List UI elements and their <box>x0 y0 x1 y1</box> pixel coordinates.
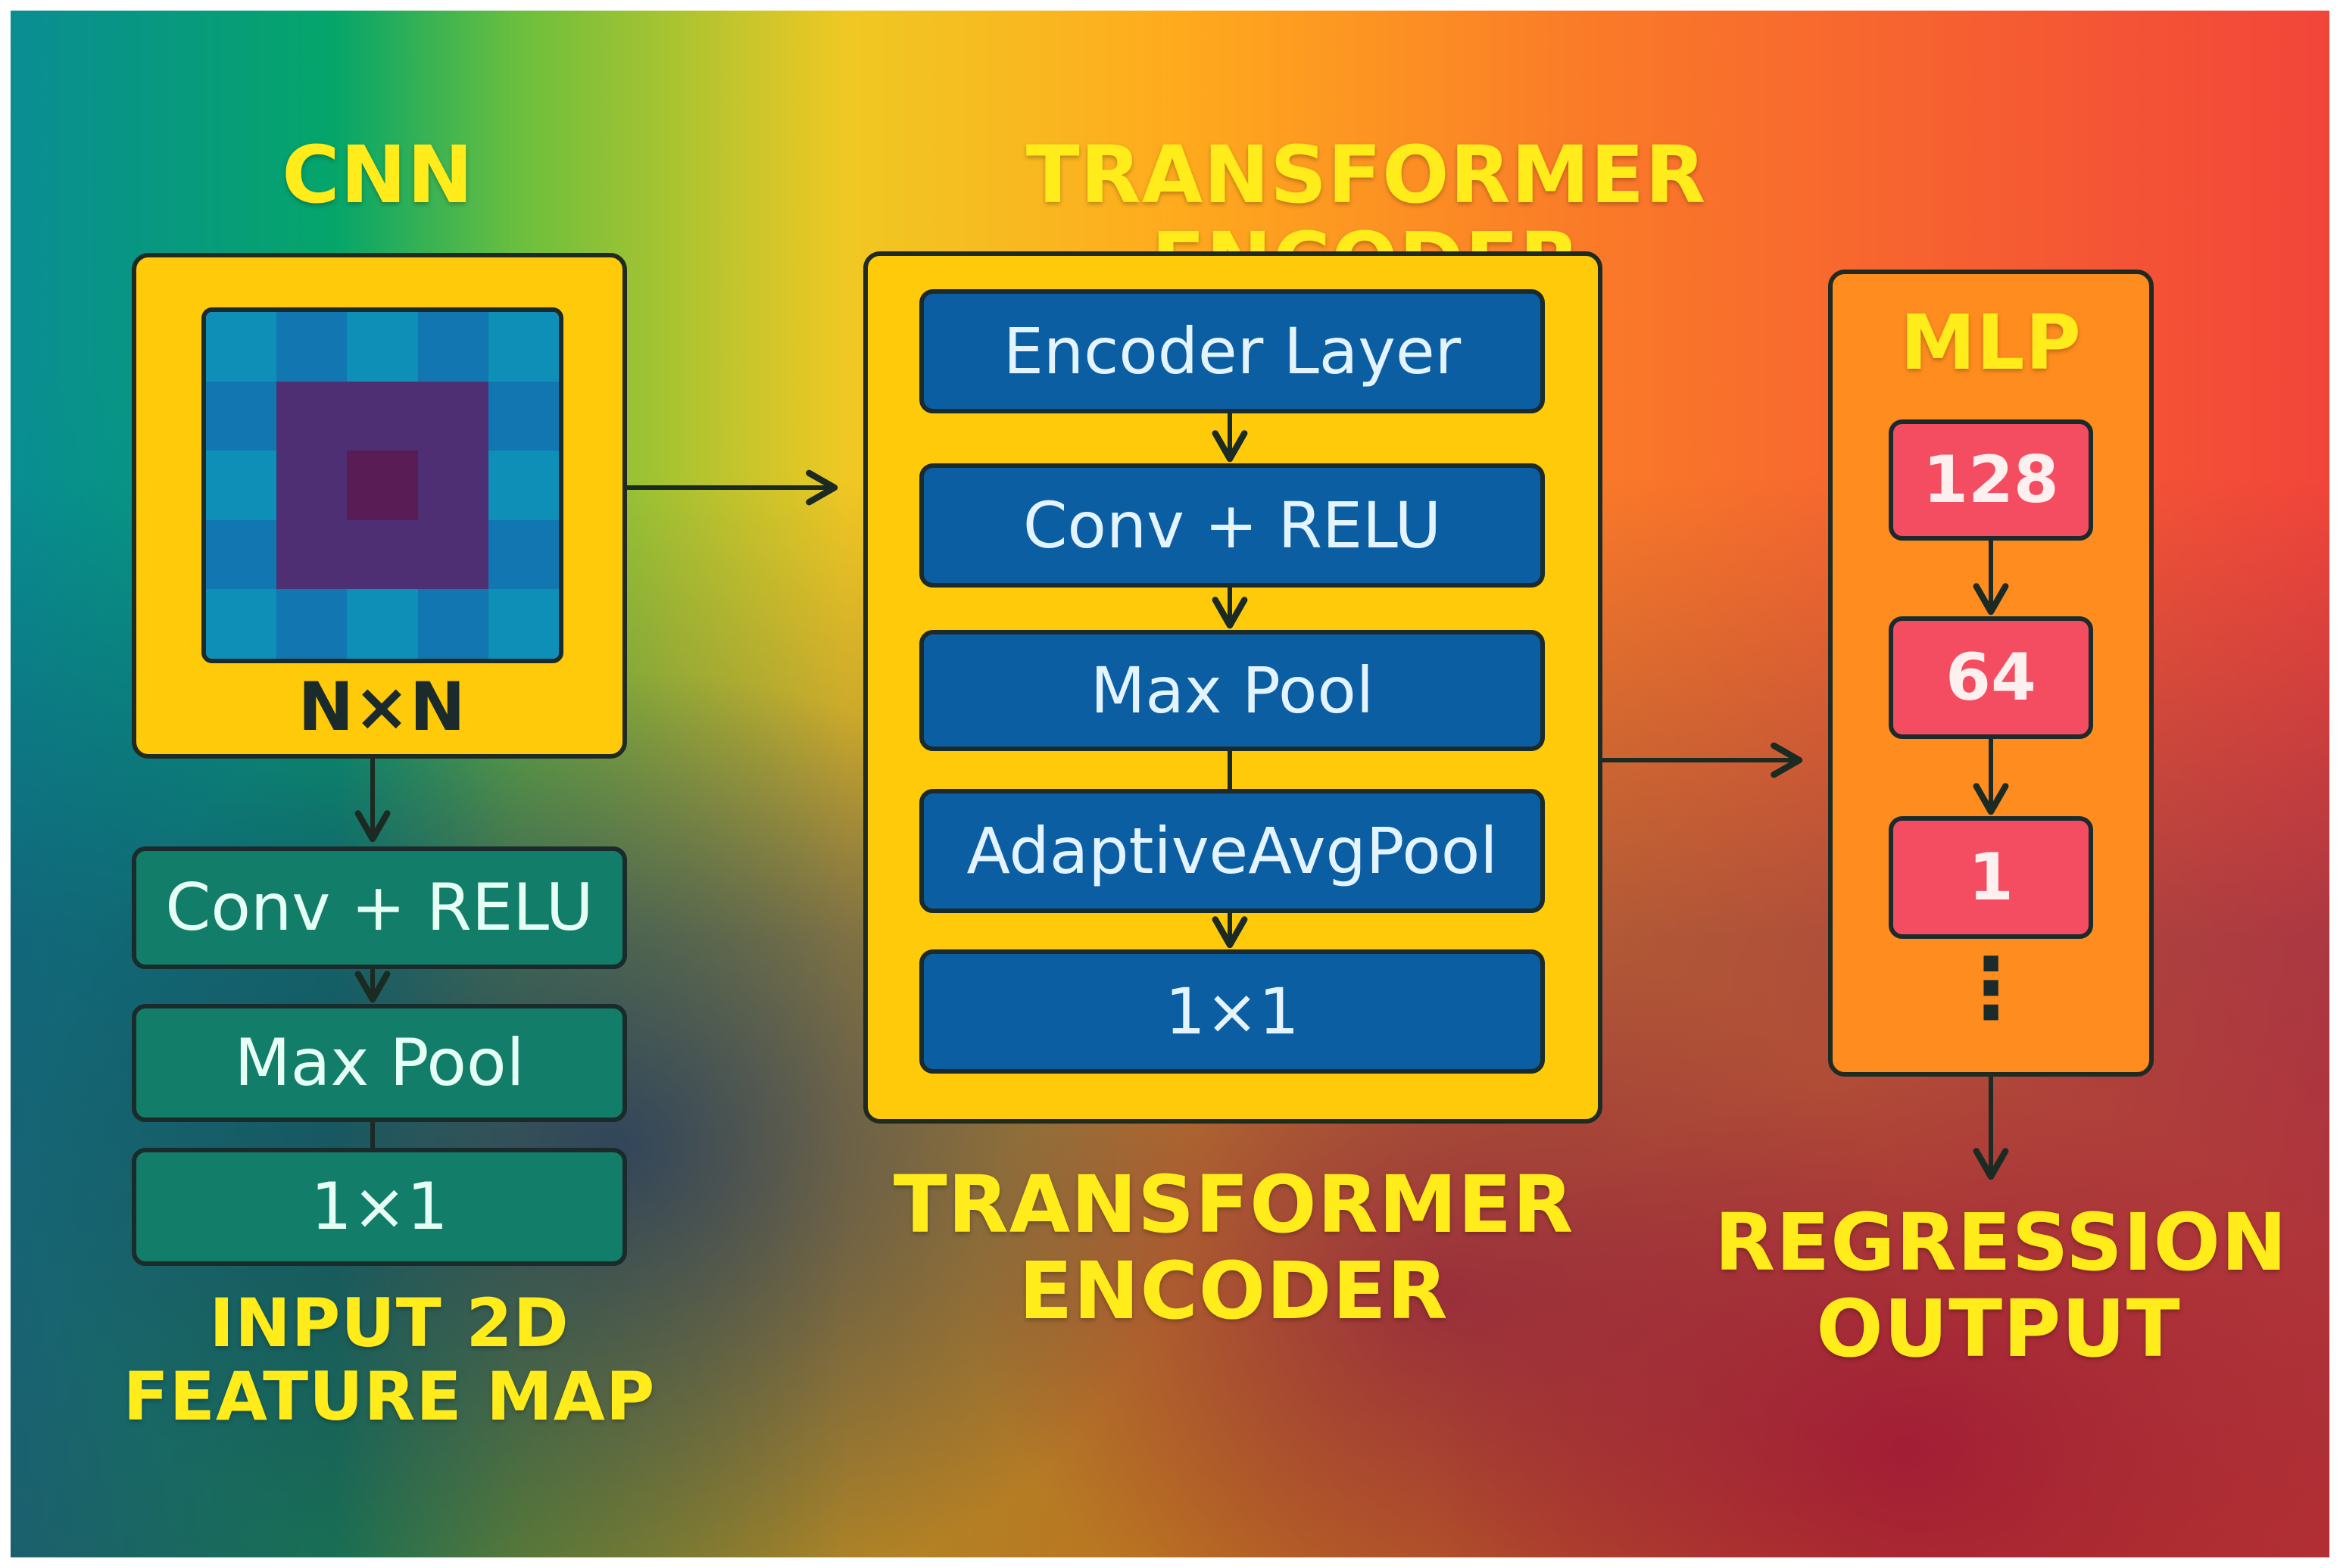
cnn-layer-max-pool: Max Pool <box>132 1004 627 1122</box>
heatmap-cell <box>488 450 559 520</box>
regression-output-label: REGRESSION OUTPUT <box>1714 1196 2288 1376</box>
heatmap-cell <box>347 450 418 520</box>
heatmap-cell <box>206 589 277 659</box>
diagram-canvas: CNN TRANSFORMER ENCODER N×N Conv + RELU … <box>11 11 2329 1557</box>
heatmap-cell <box>347 312 418 382</box>
heatmap-cell <box>417 450 488 520</box>
transformer-bottom-line2: ENCODER <box>1019 1245 1449 1338</box>
heatmap-cell <box>417 519 488 590</box>
input-feature-map-label: INPUT 2D FEATURE MAP <box>117 1284 662 1436</box>
heatmap-cell <box>488 519 559 590</box>
heatmap-cell <box>417 589 488 659</box>
mlp-heading: MLP <box>1900 298 2082 387</box>
heatmap-cell <box>206 450 277 520</box>
heatmap-cell <box>206 312 277 382</box>
feature-map-size-label: N×N <box>298 668 466 746</box>
mlp-unit-64: 64 <box>1889 616 2093 739</box>
mlp-continuation-icon: ⋮ <box>1949 940 2033 1037</box>
input-label-line2: FEATURE MAP <box>123 1357 656 1436</box>
heatmap-cell <box>488 381 559 451</box>
heatmap-cell <box>347 381 418 451</box>
heatmap-cell <box>276 381 348 451</box>
heatmap-grid-icon <box>201 307 563 663</box>
heatmap-cell <box>417 381 488 451</box>
transformer-layer-conv-relu: Conv + RELU <box>919 463 1545 588</box>
input-label-line1: INPUT 2D <box>209 1284 569 1362</box>
transformer-layer-adaptive-avg-pool: AdaptiveAvgPool <box>919 789 1545 913</box>
connector-arrows <box>354 413 2009 1180</box>
transformer-layer-max-pool: Max Pool <box>919 630 1545 751</box>
heatmap-cell <box>488 589 559 659</box>
transformer-layer-1x1: 1×1 <box>919 949 1545 1074</box>
heatmap-cell <box>276 589 348 659</box>
heatmap-cell <box>276 519 348 590</box>
heatmap-cell <box>276 312 348 382</box>
cnn-layer-1x1: 1×1 <box>132 1148 627 1266</box>
heatmap-cell <box>347 589 418 659</box>
cnn-layer-conv-relu: Conv + RELU <box>132 846 627 969</box>
regression-line2: OUTPUT <box>1816 1283 2181 1376</box>
mlp-unit-128: 128 <box>1889 419 2093 541</box>
heatmap-cell <box>488 312 559 382</box>
heatmap-cell <box>206 519 277 590</box>
transformer-layer-encoder-layer: Encoder Layer <box>919 289 1545 413</box>
heatmap-cell <box>417 312 488 382</box>
mlp-unit-1: 1 <box>1889 816 2093 939</box>
heatmap-cell <box>347 519 418 590</box>
regression-line1: REGRESSION <box>1714 1196 2288 1289</box>
heatmap-cell <box>206 381 277 451</box>
cnn-heading: CNN <box>282 129 474 221</box>
transformer-bottom-line1: TRANSFORMER <box>893 1158 1574 1251</box>
heatmap-cell <box>276 450 348 520</box>
transformer-encoder-heading-bottom: TRANSFORMER ENCODER <box>881 1161 1586 1335</box>
